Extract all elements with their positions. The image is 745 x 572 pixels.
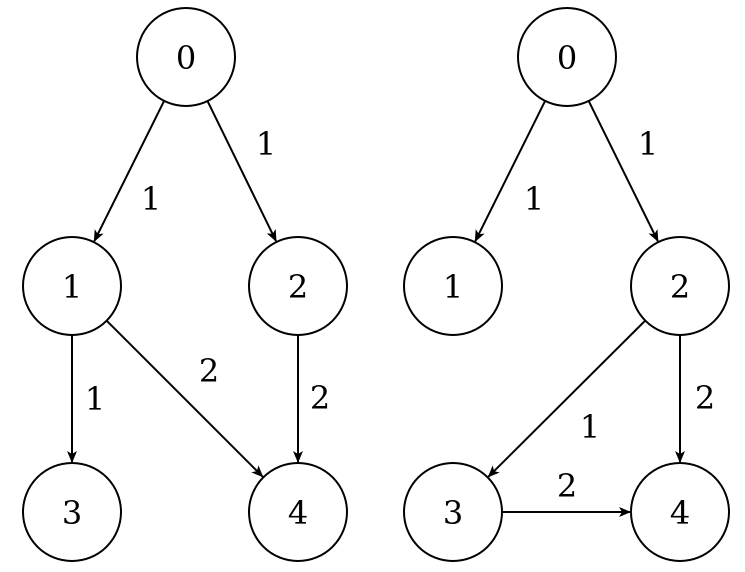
node-circle	[630, 236, 730, 336]
node-3: 3	[403, 462, 503, 562]
edge-label-2-4: 2	[310, 379, 330, 417]
node-0: 0	[517, 7, 617, 107]
edge-2-3	[487, 319, 646, 478]
edge-label-0-2: 1	[256, 125, 276, 163]
node-circle	[248, 236, 348, 336]
node-label: 3	[443, 494, 463, 532]
edge-0-1	[93, 100, 166, 243]
edge-0-2	[587, 100, 659, 243]
edge-0-1	[474, 100, 547, 243]
node-label: 4	[670, 494, 690, 532]
node-label: 4	[288, 494, 308, 532]
edge-label-0-1: 1	[524, 180, 544, 218]
node-circle	[22, 462, 122, 562]
node-2: 2	[630, 236, 730, 336]
node-label: 3	[62, 494, 82, 532]
edge-label-2-3: 1	[580, 408, 600, 446]
node-1: 1	[22, 236, 122, 336]
edge-label-3-4: 2	[557, 467, 577, 505]
node-circle	[136, 7, 236, 107]
edge-label-2-4: 2	[695, 379, 715, 417]
graph-left: 1 1 1 2 2 0 1 2 3 4	[22, 7, 348, 562]
edge-label-1-3: 1	[85, 380, 105, 418]
edge-label-0-1: 1	[141, 180, 161, 218]
node-circle	[22, 236, 122, 336]
node-4: 4	[630, 462, 730, 562]
edge-0-2	[206, 100, 277, 242]
node-circle	[517, 7, 617, 107]
node-label: 1	[62, 268, 82, 306]
node-4: 4	[248, 462, 348, 562]
node-0: 0	[136, 7, 236, 107]
node-label: 0	[557, 39, 577, 77]
node-circle	[248, 462, 348, 562]
node-circle	[403, 236, 503, 336]
node-label: 1	[443, 268, 463, 306]
edge-label-0-2: 1	[638, 125, 658, 163]
node-3: 3	[22, 462, 122, 562]
node-circle	[403, 462, 503, 562]
node-2: 2	[248, 236, 348, 336]
edge-label-1-4: 2	[199, 352, 219, 390]
node-circle	[630, 462, 730, 562]
node-label: 2	[288, 268, 308, 306]
edge-1-4	[105, 319, 264, 478]
node-label: 0	[176, 39, 196, 77]
node-1: 1	[403, 236, 503, 336]
node-label: 2	[670, 268, 690, 306]
